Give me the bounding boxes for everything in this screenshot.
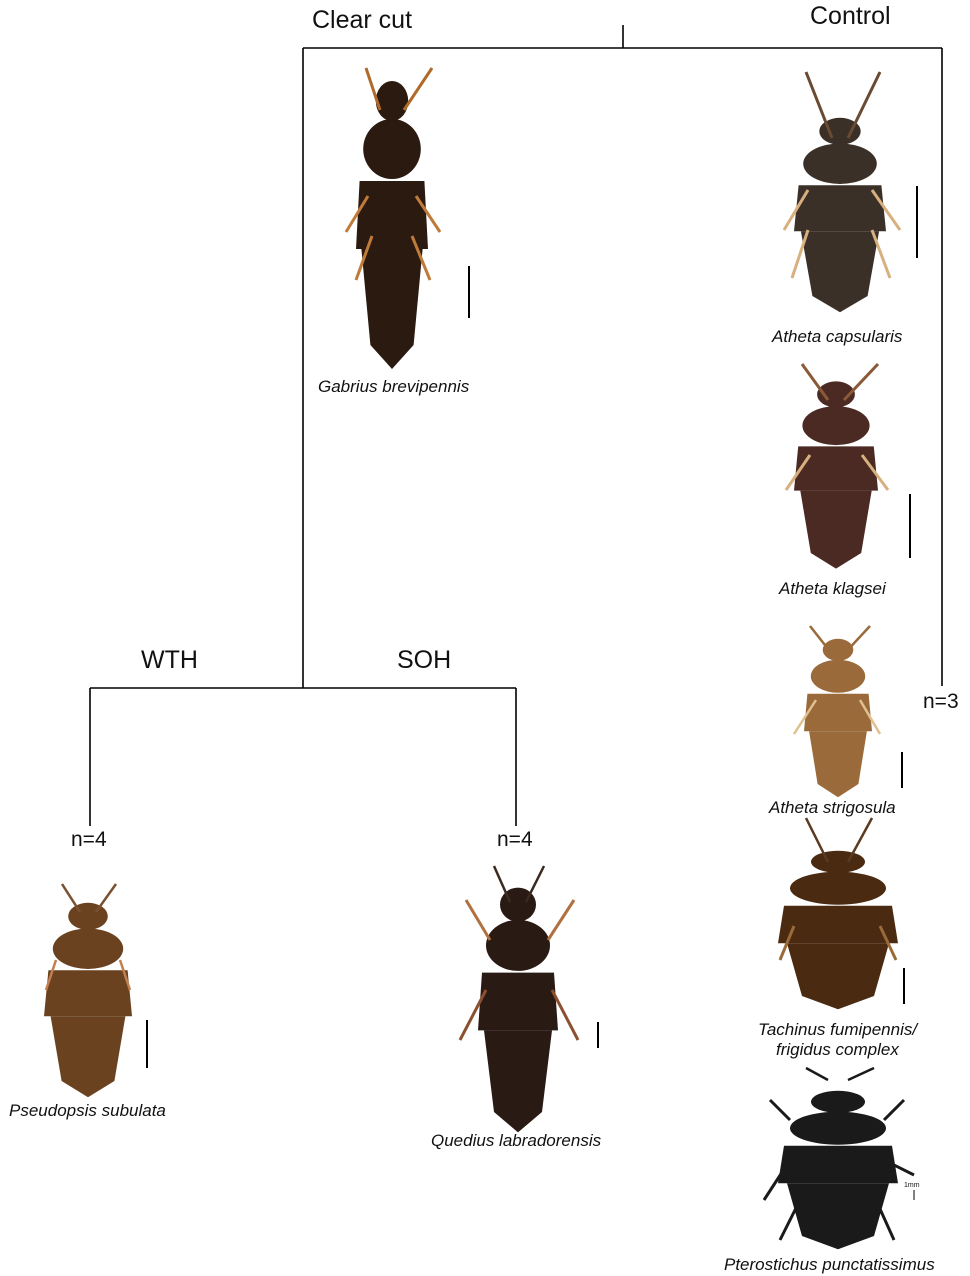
count-soh: n=4 [497, 828, 533, 852]
species-strigosula: Atheta strigosula [769, 798, 896, 818]
species-pterostichus: Pterostichus punctatissimus [724, 1255, 935, 1275]
species-tachinus-line1: Tachinus fumipennis/ [758, 1020, 917, 1040]
specimen-strigosula-image [794, 626, 880, 797]
scale-label-1mm: 1mm [904, 1182, 920, 1189]
species-tachinus-line2: frigidus complex [776, 1040, 899, 1060]
count-control: n=3 [923, 690, 959, 714]
species-quedius: Quedius labradorensis [431, 1131, 601, 1151]
specimen-pseudopsis-image [44, 884, 132, 1097]
species-klagsei: Atheta klagsei [779, 579, 886, 599]
label-clear-cut: Clear cut [312, 6, 412, 35]
specimen-capsularis-image [784, 72, 900, 312]
specimen-gabrius-image [346, 68, 440, 369]
count-wth: n=4 [71, 828, 107, 852]
species-pseudopsis: Pseudopsis subulata [9, 1101, 166, 1121]
species-capsularis: Atheta capsularis [772, 327, 902, 347]
label-control: Control [810, 2, 891, 31]
label-wth: WTH [141, 646, 198, 675]
specimen-tachinus-image [778, 818, 898, 1009]
label-soh: SOH [397, 646, 451, 675]
specimen-pterostichus-image [764, 1068, 914, 1249]
species-gabrius: Gabrius brevipennis [318, 377, 469, 397]
specimen-quedius-image [460, 866, 578, 1132]
specimen-klagsei-image [786, 364, 888, 569]
